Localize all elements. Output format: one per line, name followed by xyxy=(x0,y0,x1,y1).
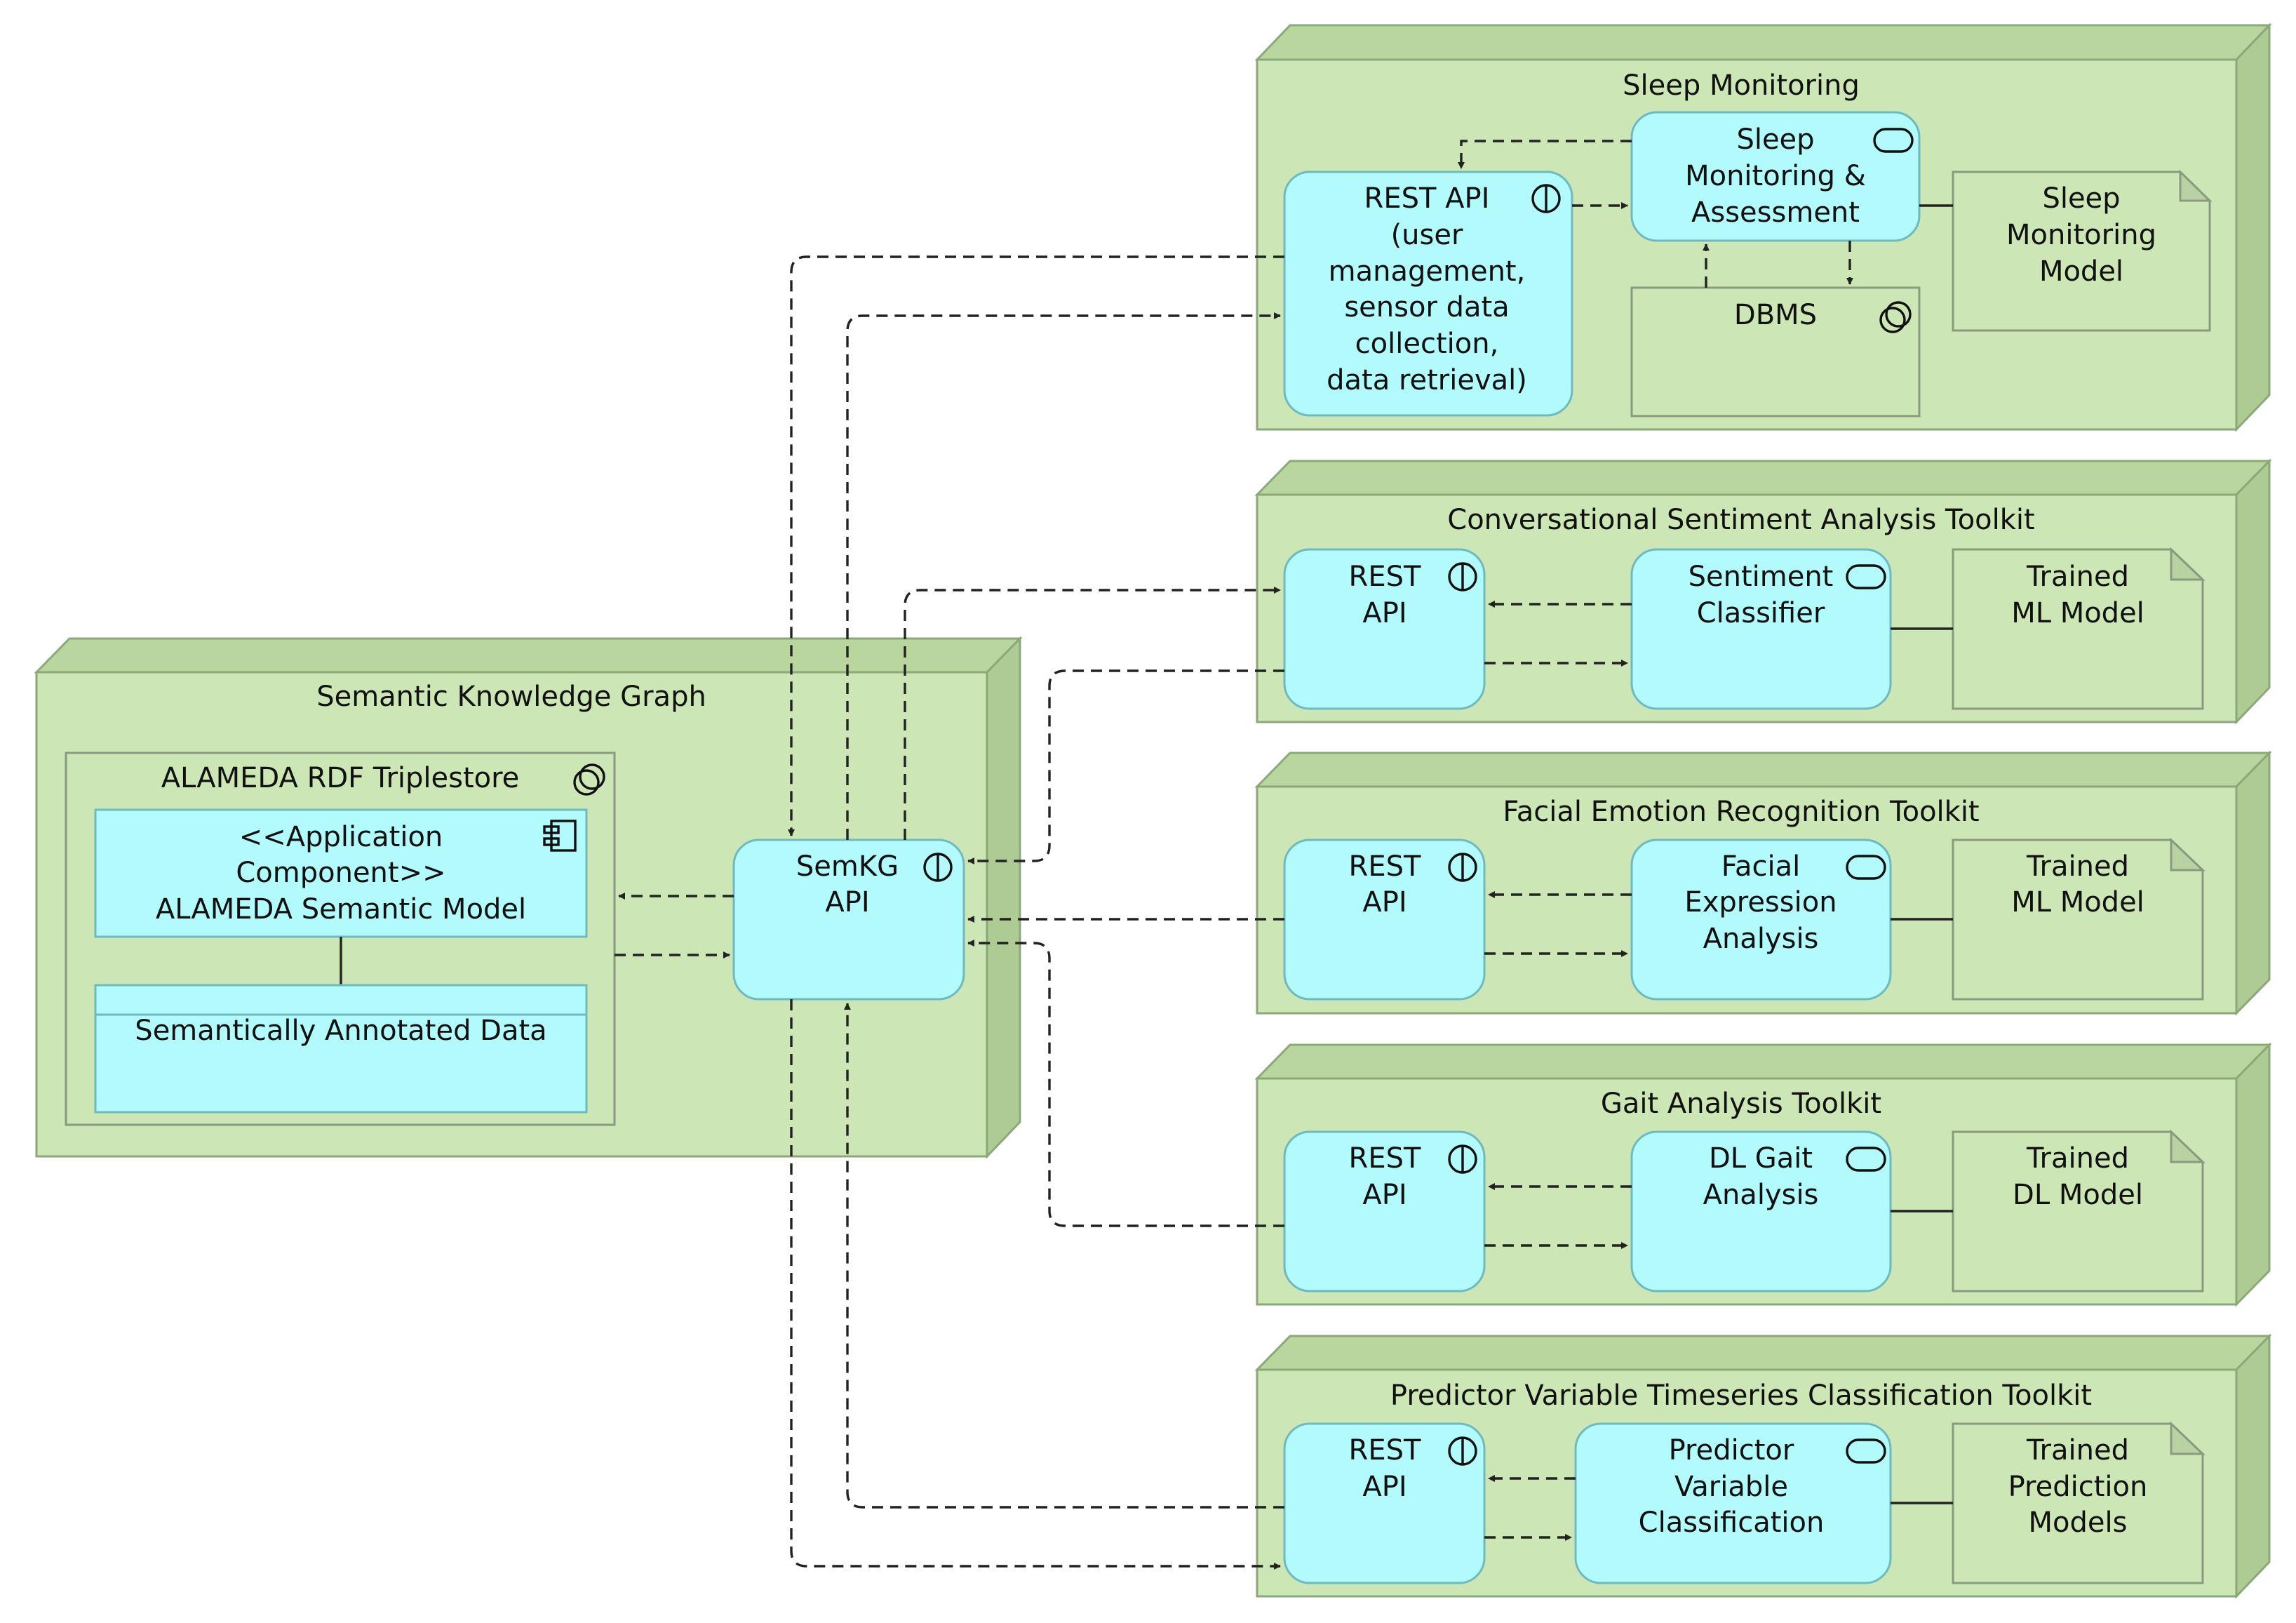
annotated-data-label: Semantically Annotated Data xyxy=(135,1015,546,1047)
gait-service-line-2: Analysis xyxy=(1703,1179,1819,1211)
gait-api-line-1: REST xyxy=(1349,1142,1421,1175)
facial-service-box: Facial Expression Analysis xyxy=(1630,839,1892,1001)
sleep-api-line-3: management, xyxy=(1329,255,1526,288)
app-component-line-1: <<Application xyxy=(239,821,443,853)
gait-model-line-2: DL Model xyxy=(2013,1179,2143,1211)
semkg-api-line-2: API xyxy=(825,886,869,919)
facial-rest-api-box: REST API xyxy=(1283,839,1486,1001)
sleep-title: Sleep Monitoring xyxy=(1623,69,1860,102)
cross-node-flows xyxy=(788,255,1284,1570)
application-component-box: <<Application Component>> ALAMEDA Semant… xyxy=(94,808,588,938)
facial-service-line-2: Expression xyxy=(1684,886,1837,919)
sleep-model-line-3: Model xyxy=(2039,255,2123,288)
predictor-rest-api-box: REST API xyxy=(1283,1422,1486,1584)
triplestore-title: ALAMEDA RDF Triplestore xyxy=(161,762,520,794)
node-sleep-monitoring: Sleep Monitoring REST API (user manageme… xyxy=(1254,22,2272,432)
sentiment-model-line-2: ML Model xyxy=(2011,597,2144,629)
predictor-api-line-1: REST xyxy=(1349,1434,1421,1467)
facial-service-line-3: Analysis xyxy=(1703,923,1819,955)
predictor-service-line-3: Classification xyxy=(1639,1507,1825,1539)
gait-service-line-1: DL Gait xyxy=(1709,1142,1813,1175)
gait-model-line-1: Trained xyxy=(2026,1142,2129,1175)
predictor-model-line-2: Prediction xyxy=(2008,1471,2148,1503)
annotated-data-box: Semantically Annotated Data xyxy=(94,984,588,1114)
sentiment-api-line-2: API xyxy=(1362,597,1407,629)
node-semantic-knowledge-graph: Semantic Knowledge Graph ALAMEDA RDF Tri… xyxy=(34,636,1023,1159)
facial-model-line-2: ML Model xyxy=(2011,886,2144,919)
predictor-model-artifact: Trained Prediction Models xyxy=(1952,1421,2206,1584)
facial-model-artifact: Trained ML Model xyxy=(1952,837,2206,1001)
service-icon xyxy=(1846,1438,1886,1464)
service-icon xyxy=(1873,128,1914,153)
sleep-api-line-6: data retrieval) xyxy=(1327,364,1527,396)
gait-api-line-2: API xyxy=(1362,1179,1407,1211)
sentiment-api-line-1: REST xyxy=(1349,561,1421,593)
sleep-service-line-2: Monitoring & xyxy=(1685,160,1866,192)
sleep-model-line-1: Sleep xyxy=(2042,182,2120,215)
predictor-service-box: Predictor Variable Classification xyxy=(1574,1422,1892,1584)
interface-icon xyxy=(1448,853,1477,882)
interface-icon xyxy=(1448,1144,1477,1174)
sleep-rest-api-box: REST API (user management, sensor data c… xyxy=(1283,171,1573,417)
gait-model-artifact: Trained DL Model xyxy=(1952,1129,2206,1293)
system-software-icon xyxy=(573,763,605,796)
facial-model-line-1: Trained xyxy=(2026,850,2129,883)
interface-icon xyxy=(1531,184,1561,213)
semkg-api-box: SemKG API xyxy=(732,839,965,1001)
predictor-model-line-1: Trained xyxy=(2026,1434,2129,1467)
component-icon xyxy=(543,820,577,852)
sleep-model-line-2: Monitoring xyxy=(2006,219,2156,251)
facial-title: Facial Emotion Recognition Toolkit xyxy=(1503,796,1979,828)
sentiment-title: Conversational Sentiment Analysis Toolki… xyxy=(1447,504,2034,536)
sleep-api-line-2: (user xyxy=(1391,219,1463,251)
triplestore-box: ALAMEDA RDF Triplestore <<Application Co… xyxy=(65,752,616,1126)
system-software-icon xyxy=(1879,301,1912,333)
sleep-service-line-3: Assessment xyxy=(1691,196,1860,229)
predictor-api-line-2: API xyxy=(1362,1471,1407,1503)
node-predictor-toolkit: Predictor Variable Timeseries Classifica… xyxy=(1254,1333,2272,1599)
skg-title: Semantic Knowledge Graph xyxy=(316,681,706,713)
interface-icon xyxy=(1448,1436,1477,1466)
gait-title: Gait Analysis Toolkit xyxy=(1601,1088,1881,1120)
sentiment-model-artifact: Trained ML Model xyxy=(1952,547,2206,710)
sleep-api-line-5: collection, xyxy=(1355,328,1499,360)
sentiment-model-line-1: Trained xyxy=(2026,561,2129,593)
node-facial-toolkit: Facial Emotion Recognition Toolkit REST … xyxy=(1254,750,2272,1016)
sentiment-service-line-2: Classifier xyxy=(1697,597,1825,629)
sleep-service-line-1: Sleep xyxy=(1736,123,1814,156)
sentiment-service-line-1: Sentiment xyxy=(1689,561,1834,593)
sentiment-service-box: Sentiment Classifier xyxy=(1630,548,1892,710)
facial-api-line-2: API xyxy=(1362,886,1407,919)
interface-icon xyxy=(923,853,953,882)
service-icon xyxy=(1846,855,1886,880)
facial-api-line-1: REST xyxy=(1349,850,1421,883)
app-component-line-3: ALAMEDA Semantic Model xyxy=(156,893,526,926)
app-component-line-2: Component>> xyxy=(236,857,445,889)
gait-service-box: DL Gait Analysis xyxy=(1630,1130,1892,1293)
predictor-service-line-1: Predictor xyxy=(1669,1434,1794,1467)
service-icon xyxy=(1846,1147,1886,1172)
interface-icon xyxy=(1448,562,1477,592)
skg-internal-flows xyxy=(615,893,734,959)
node-gait-toolkit: Gait Analysis Toolkit REST API DL Gait A… xyxy=(1254,1042,2272,1307)
semkg-api-line-1: SemKG xyxy=(796,850,899,883)
dbms-box: DBMS xyxy=(1630,286,1921,418)
sentiment-rest-api-box: REST API xyxy=(1283,548,1486,710)
predictor-service-line-2: Variable xyxy=(1674,1471,1788,1503)
node-sentiment-toolkit: Conversational Sentiment Analysis Toolki… xyxy=(1254,458,2272,725)
service-icon xyxy=(1846,564,1886,589)
predictor-title: Predictor Variable Timeseries Classifica… xyxy=(1390,1380,2092,1412)
predictor-model-line-3: Models xyxy=(2029,1507,2128,1539)
sleep-service-box: Sleep Monitoring & Assessment xyxy=(1630,111,1921,242)
sleep-api-line-1: REST API xyxy=(1364,182,1490,215)
sleep-model-artifact: Sleep Monitoring Model xyxy=(1952,169,2213,332)
gait-rest-api-box: REST API xyxy=(1283,1130,1486,1293)
sleep-api-line-4: sensor data xyxy=(1344,291,1509,323)
facial-service-line-1: Facial xyxy=(1721,850,1801,883)
dbms-label: DBMS xyxy=(1734,299,1817,331)
